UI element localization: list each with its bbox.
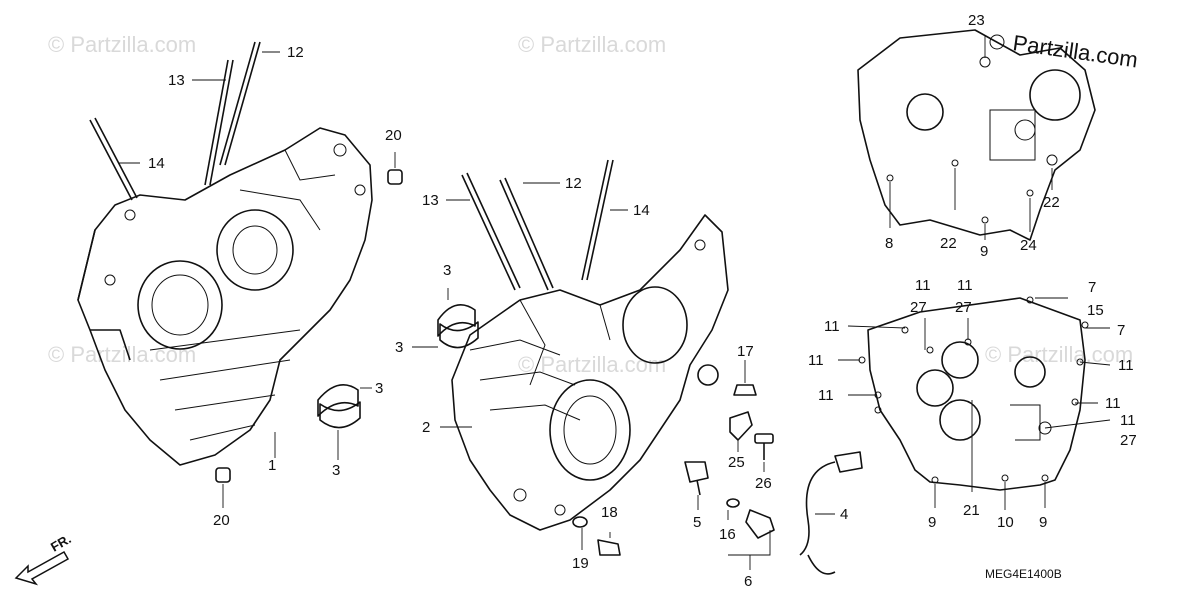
callout-3: 3: [443, 262, 451, 279]
callout-20: 20: [385, 127, 402, 144]
callout-3: 3: [395, 339, 403, 356]
callout-14: 14: [633, 202, 650, 219]
callout-3: 3: [332, 462, 340, 479]
callout-13: 13: [168, 72, 185, 89]
callout-2: 2: [422, 419, 430, 436]
callout-10: 10: [997, 514, 1014, 531]
callout-16: 16: [719, 526, 736, 543]
left-crankcase-drawing: [77, 127, 373, 466]
diagram-code: MEG4E1400B: [985, 567, 1062, 581]
callout-24: 24: [1020, 237, 1037, 254]
callout-27: 27: [955, 299, 972, 316]
callout-11: 11: [824, 318, 840, 335]
callout-labels: 12 13 14 20 20 1 3 3 3 3 13 12 14 2 17 2…: [148, 12, 1137, 590]
callout-11: 11: [1105, 395, 1121, 412]
callout-22: 22: [1043, 194, 1060, 211]
watermark-5: © Partzilla.com: [985, 342, 1133, 367]
front-arrow: FR.: [14, 531, 74, 586]
arrow-icon: [14, 550, 70, 586]
callout-26: 26: [755, 475, 772, 492]
callout-9: 9: [1039, 514, 1047, 531]
callout-4: 4: [840, 506, 848, 523]
top-gasket-drawing: [857, 29, 1096, 241]
callout-22: 22: [940, 235, 957, 252]
watermarks: © Partzilla.com © Partzilla.com © Partzi…: [48, 32, 1133, 377]
callout-18: 18: [601, 504, 618, 521]
callout-25: 25: [728, 454, 745, 471]
callout-20: 20: [213, 512, 230, 529]
callout-6: 6: [744, 573, 752, 590]
callout-27: 27: [1120, 432, 1137, 449]
watermark-1: © Partzilla.com: [48, 32, 196, 57]
watermark-2: © Partzilla.com: [518, 32, 666, 57]
brand-text: Partzilla.com: [1011, 30, 1139, 72]
watermark-4: © Partzilla.com: [518, 352, 666, 377]
callout-9: 9: [928, 514, 936, 531]
small-parts: [572, 384, 863, 575]
bearings: [317, 304, 479, 429]
callout-5: 5: [693, 514, 701, 531]
right-studs: [461, 159, 614, 291]
callout-7: 7: [1088, 279, 1096, 296]
callout-17: 17: [737, 343, 754, 360]
front-label: FR.: [48, 531, 74, 554]
callout-11: 11: [1118, 357, 1134, 374]
callout-12: 12: [565, 175, 582, 192]
callout-9: 9: [980, 243, 988, 260]
callout-11: 11: [915, 277, 931, 294]
callout-11: 11: [818, 387, 834, 404]
left-studs: [89, 41, 261, 201]
leader-lines: [118, 35, 1111, 570]
right-crankcase-drawing: [451, 214, 729, 531]
callout-14: 14: [148, 155, 165, 172]
callout-12: 12: [287, 44, 304, 61]
callout-1: 1: [268, 457, 276, 474]
dowel-pins: [215, 169, 403, 483]
copyright-icon: [989, 34, 1005, 50]
callout-11: 11: [957, 277, 973, 294]
callout-3: 3: [375, 380, 383, 397]
bottom-gasket-drawing: [858, 296, 1089, 491]
callout-23: 23: [968, 12, 985, 29]
callout-15: 15: [1087, 302, 1104, 319]
callout-19: 19: [572, 555, 589, 572]
watermark-3: © Partzilla.com: [48, 342, 196, 367]
callout-11: 11: [808, 352, 824, 369]
callout-7: 7: [1117, 322, 1125, 339]
callout-11: 11: [1120, 412, 1136, 429]
callout-21: 21: [963, 502, 980, 519]
callout-27: 27: [910, 299, 927, 316]
callout-8: 8: [885, 235, 893, 252]
callout-13: 13: [422, 192, 439, 209]
